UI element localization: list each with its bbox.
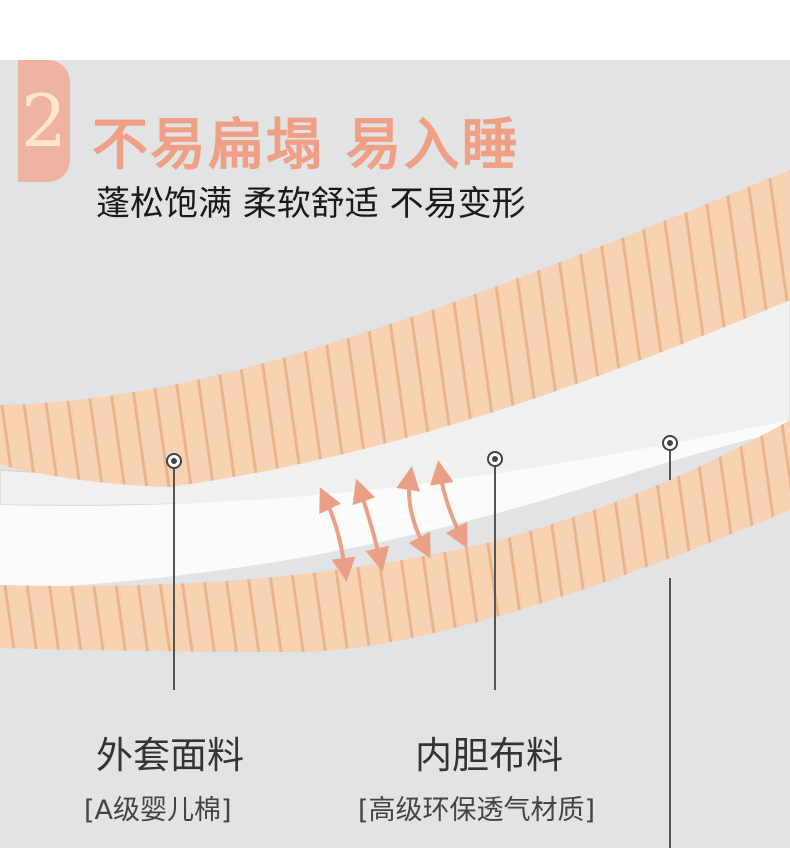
breathability-arrows-icon (319, 460, 468, 582)
outer-fabric-top (0, 170, 790, 487)
label-outer-fabric-detail: [A级婴儿棉] (84, 795, 232, 826)
outer-fabric-bottom (0, 420, 790, 652)
step-number-badge: 2 (18, 60, 70, 182)
label-inner-fabric-detail: [高级环保透气材质] (358, 795, 596, 826)
label-inner-fabric: 内胆布料 (415, 734, 563, 777)
filling-layer (0, 420, 790, 590)
headline: 不易扁塌 易入睡 (92, 113, 520, 178)
subheadline: 蓬松饱满 柔软舒适 不易变形 (96, 184, 526, 224)
label-outer-fabric: 外套面料 (96, 734, 244, 777)
